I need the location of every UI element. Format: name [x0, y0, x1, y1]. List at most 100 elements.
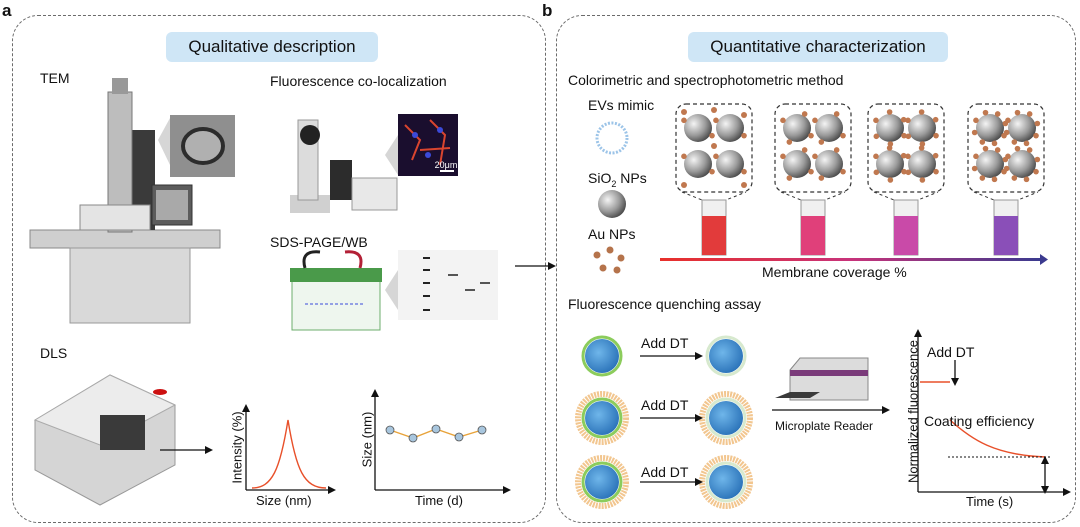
silica-core	[585, 339, 619, 373]
panel-b	[556, 15, 1076, 523]
dls-size-point	[477, 425, 487, 435]
silica-core	[709, 339, 743, 373]
zoom-box-3	[867, 103, 945, 193]
silica-core	[709, 401, 743, 435]
gold-np	[873, 153, 879, 160]
chart-add-dt-annotation: Add DT	[927, 344, 975, 360]
cuvette-liquid-3	[894, 216, 918, 255]
au-nps-icon	[593, 246, 625, 274]
panel-b-letter: b	[542, 1, 553, 20]
gold-np	[994, 147, 1001, 153]
gold-np	[741, 112, 747, 118]
sio2-label: SiO2 NPs	[588, 170, 647, 189]
gold-np	[873, 133, 880, 140]
dls-chart2-xlabel: Time (d)	[415, 493, 463, 508]
gold-np	[780, 117, 786, 124]
blot-zoom-wedge	[385, 270, 398, 310]
dye-shell	[581, 461, 623, 503]
gold-np	[886, 145, 893, 151]
sds-page-apparatus-icon	[290, 250, 382, 331]
silica-sphere	[1008, 150, 1036, 178]
gold-np	[900, 152, 907, 159]
gold-np	[979, 175, 986, 181]
fluorescence-chart-xlabel: Time (s)	[966, 494, 1014, 509]
quenched-fluorescence-curve	[949, 419, 1046, 458]
dls-label: DLS	[40, 345, 68, 361]
panel-a-header: Qualitative description	[166, 32, 378, 62]
silica-sphere	[1008, 114, 1036, 142]
gold-np	[1023, 140, 1030, 147]
gold-np	[711, 107, 717, 113]
dls-size-peak-curve	[251, 419, 327, 489]
silica-core	[585, 401, 619, 435]
lipid-membrane	[575, 391, 629, 445]
silica-sphere	[876, 150, 904, 178]
silica-sphere	[716, 150, 744, 178]
gold-np	[1011, 139, 1018, 145]
zoom-box-1	[675, 103, 753, 193]
gold-np	[709, 132, 715, 139]
fluorescence-colocalization-label: Fluorescence co-localization	[270, 73, 447, 89]
fluorescence-chart	[914, 329, 1071, 496]
dye-shell	[705, 335, 747, 377]
cuvette-liquid-2	[801, 216, 825, 255]
silica-sphere	[716, 114, 744, 142]
gold-np	[873, 117, 879, 124]
gold-np	[681, 117, 687, 124]
microplate-reader-label: Microplate Reader	[775, 419, 874, 433]
dls-size-point	[385, 425, 395, 435]
tem-label: TEM	[40, 70, 70, 86]
sds-page-label: SDS-PAGE/WB	[270, 234, 368, 250]
gold-np	[1026, 147, 1033, 153]
sio2-label-sub: 2	[611, 178, 617, 189]
silica-sphere	[684, 150, 712, 178]
gold-np	[933, 132, 939, 139]
silica-sphere	[908, 150, 936, 178]
zoom-box-4	[967, 103, 1045, 193]
lipid-membrane	[699, 455, 753, 509]
gold-np	[971, 129, 978, 136]
gold-np	[808, 132, 814, 139]
gold-np	[681, 153, 687, 160]
gold-np	[1034, 120, 1041, 127]
gold-np	[812, 117, 818, 124]
silica-sphere	[815, 114, 843, 142]
panel-b-header: Quantitative characterization	[688, 32, 948, 62]
gold-np	[713, 117, 719, 124]
dls-size-point	[408, 433, 418, 443]
lipid-membrane	[575, 455, 629, 509]
gold-np	[681, 109, 687, 115]
fluorescence-microscope-icon	[290, 119, 398, 213]
gold-np	[840, 132, 846, 139]
dye-shell	[705, 397, 747, 439]
gold-np	[833, 147, 840, 153]
gold-np	[971, 165, 978, 172]
gold-np	[905, 133, 912, 140]
silica-sphere	[908, 114, 936, 142]
dls-chart1-xlabel: Size (nm)	[256, 493, 312, 508]
gold-np	[973, 153, 979, 160]
cuvette-liquid-4	[994, 216, 1018, 255]
gold-np	[741, 182, 747, 188]
lipid-membrane	[699, 391, 753, 445]
gold-np	[886, 109, 893, 115]
silica-sphere	[976, 150, 1004, 178]
gold-np	[918, 145, 925, 151]
colorimetric-title: Colorimetric and spectrophotometric meth…	[568, 72, 844, 88]
gold-np	[1005, 153, 1011, 160]
au-nps-label: Au NPs	[588, 226, 636, 242]
silica-sphere	[815, 150, 843, 178]
sio2-label-end: NPs	[616, 170, 647, 186]
dls-instrument-icon	[33, 374, 177, 506]
evs-mimic-icon	[595, 121, 629, 155]
panel-a	[12, 15, 546, 523]
gold-np	[1005, 117, 1011, 124]
tem-microscope-icon	[29, 78, 221, 324]
silica-sphere	[976, 114, 1004, 142]
microplate-reader-icon	[775, 357, 869, 401]
blot-image-icon	[398, 250, 498, 320]
silica-sphere	[783, 114, 811, 142]
gold-np	[905, 153, 911, 160]
